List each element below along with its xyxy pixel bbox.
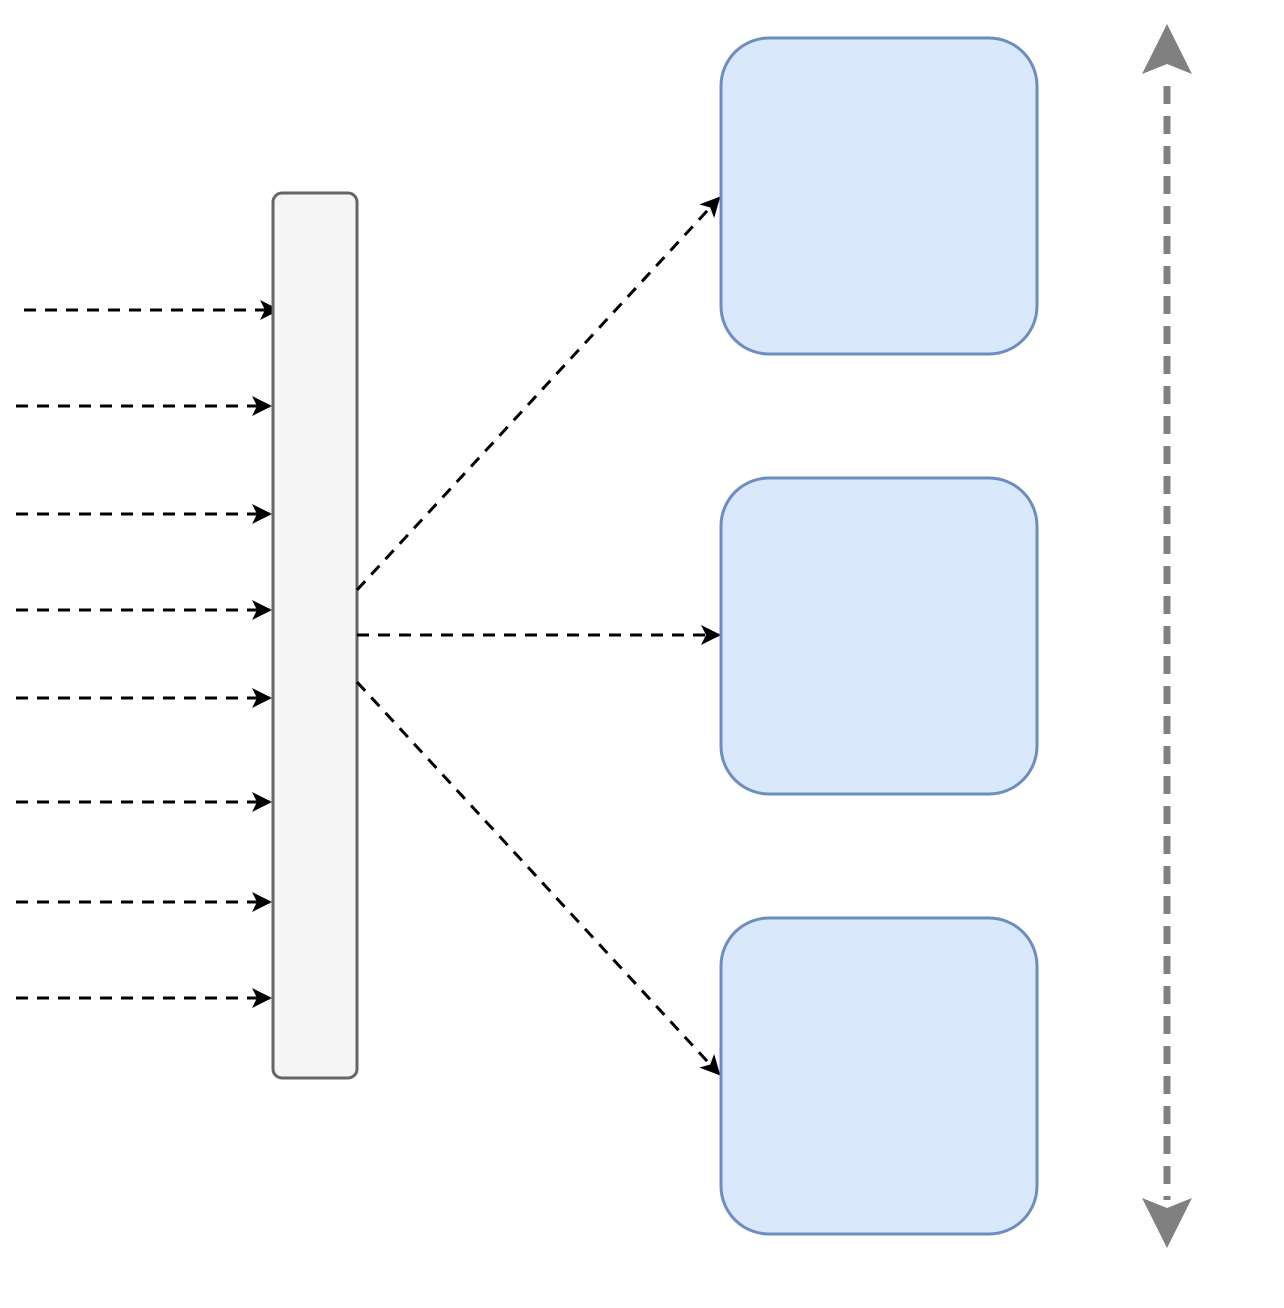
- node-bottom: [719, 916, 1039, 1236]
- output-arrows: [355, 196, 721, 1076]
- connector-to-bottom-node: [355, 680, 721, 1076]
- connector-to-top-node: [355, 196, 721, 592]
- hub-bar: [271, 191, 359, 1080]
- node-top: [719, 36, 1039, 356]
- input-arrows: [16, 300, 280, 1008]
- range-up-arrowhead: [1142, 24, 1192, 74]
- node-middle: [719, 476, 1039, 796]
- range-down-arrowhead: [1142, 1198, 1192, 1248]
- vertical-range-indicator: [1142, 24, 1192, 1248]
